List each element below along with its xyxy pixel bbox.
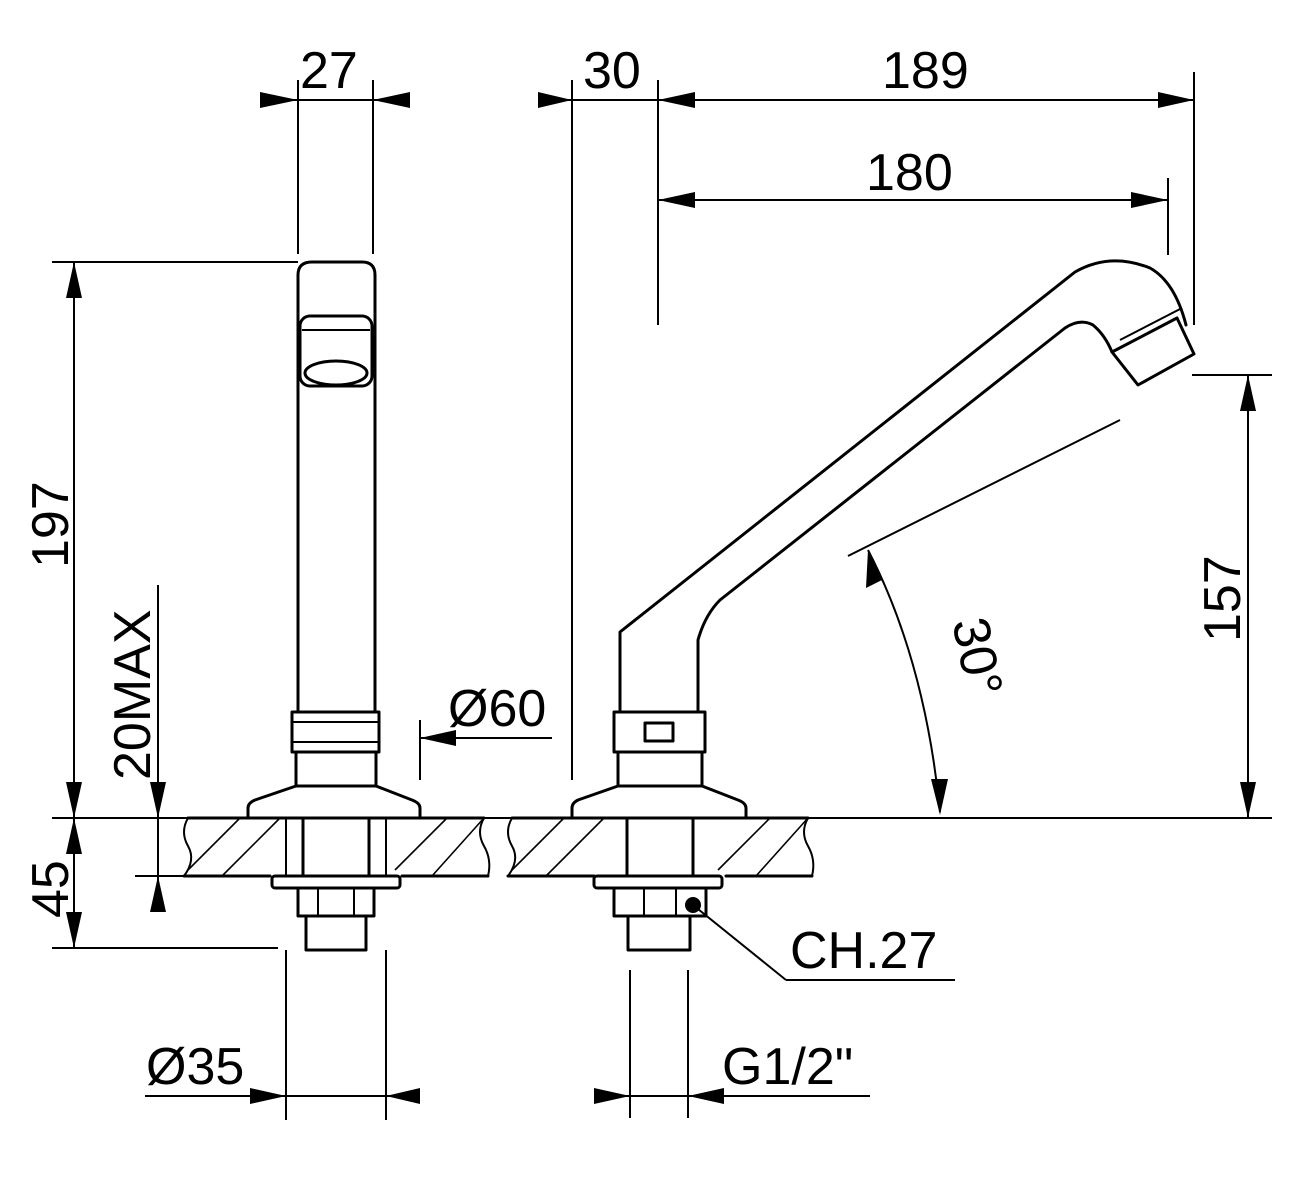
front-column: [296, 260, 377, 714]
dim-diameter-35: Ø35: [146, 1038, 244, 1096]
front-nut: [296, 886, 376, 918]
side-collar: [612, 710, 707, 754]
front-aerator: [298, 314, 374, 388]
dim-diameter-60: Ø60: [448, 680, 546, 738]
dim-20max: 20MAX: [104, 609, 162, 780]
dim-45: 45: [22, 860, 80, 918]
side-aerator: [1110, 316, 1196, 387]
dim-27: 27: [300, 42, 358, 100]
dim-180: 180: [866, 144, 953, 202]
dim-197: 197: [22, 481, 80, 568]
dim-angle-30: 30°: [940, 612, 1013, 701]
dim-30: 30: [583, 42, 641, 100]
front-washer: [270, 874, 402, 890]
dim-157: 157: [1194, 555, 1252, 642]
dim-nut-size: CH.27: [790, 922, 937, 980]
dim-189: 189: [882, 42, 969, 100]
dimension-labels: 27 30 189 180 197 20MAX Ø60 45 Ø35 G1/2"…: [22, 42, 1252, 1096]
side-flange: [570, 784, 748, 820]
front-collar: [290, 710, 381, 754]
side-shank: [625, 816, 695, 878]
side-view: [506, 259, 1196, 952]
front-flange: [246, 784, 422, 820]
side-spout: [618, 259, 1188, 714]
dim-thread: G1/2": [722, 1038, 853, 1096]
front-shank: [301, 816, 371, 878]
front-view: [182, 260, 491, 952]
side-washer: [592, 874, 724, 890]
dimension-lines: [52, 72, 1272, 1120]
